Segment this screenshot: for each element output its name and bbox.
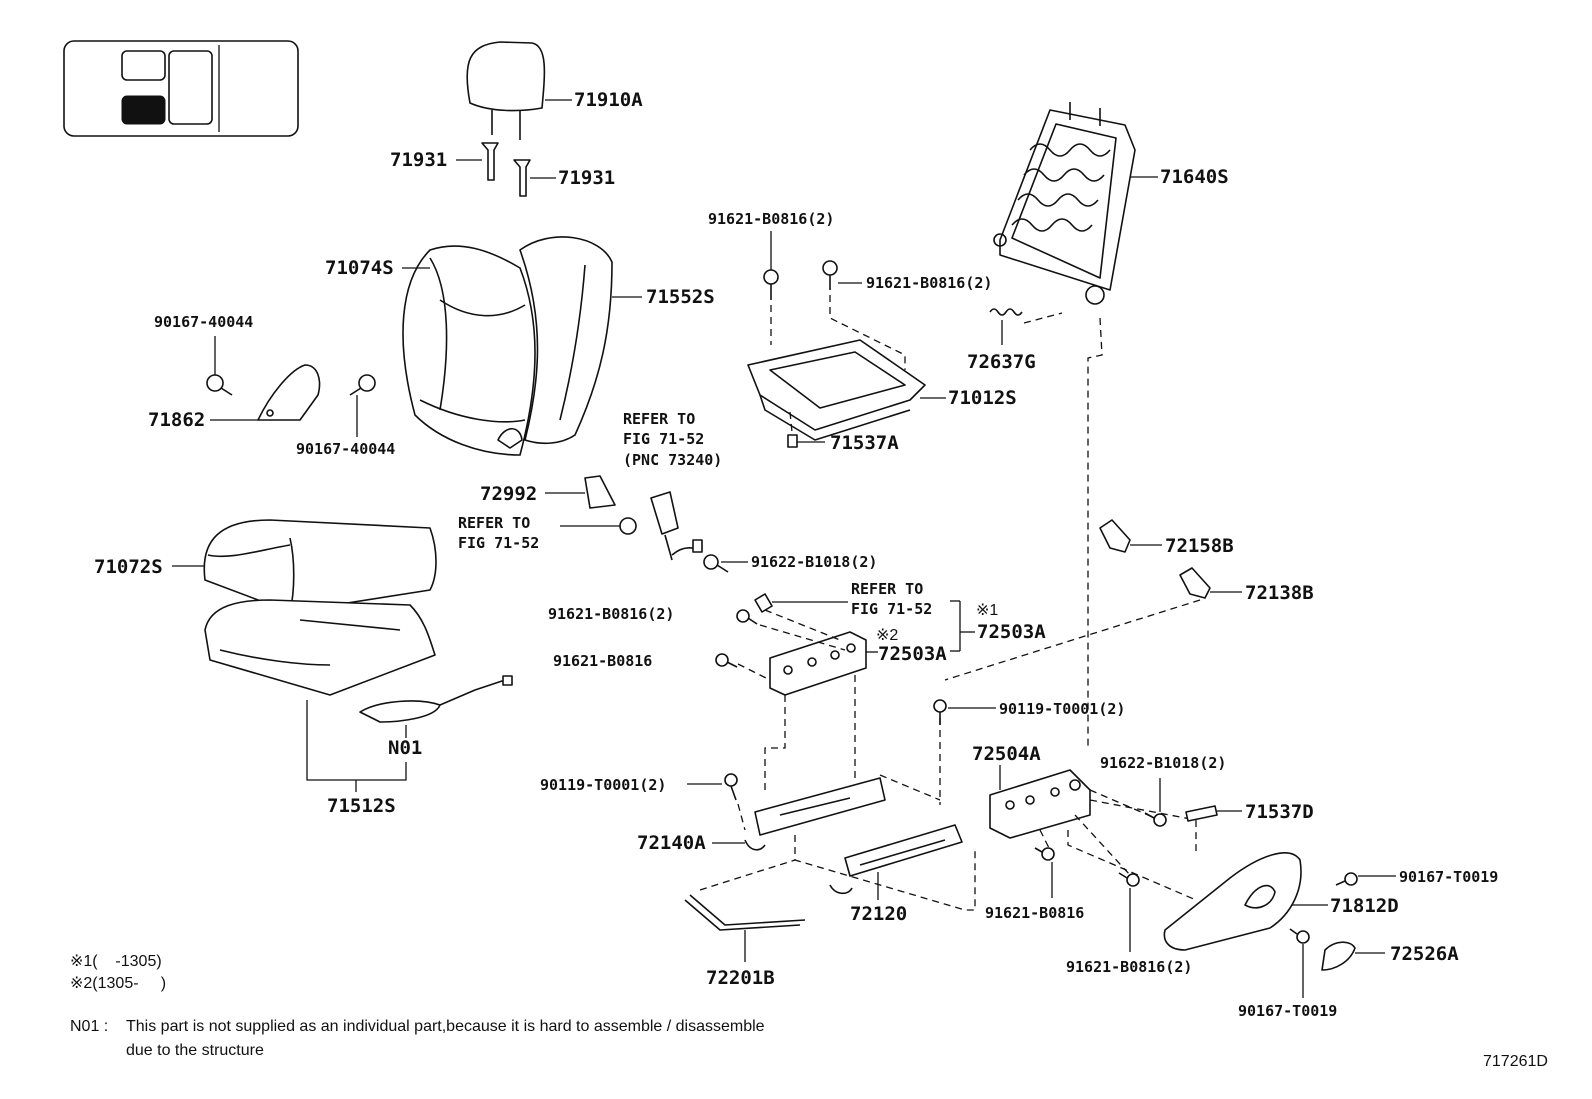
part-label: 72637G — [967, 351, 1036, 373]
spring-part — [989, 308, 1023, 316]
clip-icon — [787, 434, 798, 448]
part-label: 91621-B0816 — [553, 652, 652, 670]
part-label: 72504A — [972, 743, 1041, 765]
part-label: 71812D — [1330, 895, 1399, 917]
headrest-part — [466, 41, 546, 140]
part-label: 91621-B0816(2) — [548, 605, 674, 623]
seat-locator-icon — [63, 40, 299, 137]
part-label: 72503A — [977, 621, 1046, 643]
refer-note: REFER TO — [458, 514, 530, 532]
refer-note: FIG 71-52 — [851, 600, 932, 618]
part-label: 91621-B0816(2) — [708, 210, 834, 228]
part-label: 71072S — [94, 556, 163, 578]
cover-part — [584, 475, 616, 509]
part-label: 71910A — [574, 89, 643, 111]
bolt-icon — [763, 260, 838, 300]
bolt-icon — [703, 554, 729, 573]
part-label: 72158B — [1165, 535, 1234, 557]
part-label: 91621-B0816(2) — [1066, 958, 1192, 976]
footnote-key: N01 : — [70, 1018, 108, 1035]
part-label: 71537A — [830, 432, 899, 454]
hinge-cover-part — [257, 364, 321, 421]
part-label: 71074S — [325, 257, 394, 279]
part-label: 91622-B1018(2) — [751, 553, 877, 571]
part-label: 71640S — [1160, 166, 1229, 188]
part-label: 71552S — [646, 286, 715, 308]
bolt-icon — [933, 699, 947, 725]
clip-icon — [754, 593, 773, 613]
seat-adjuster-part — [769, 631, 867, 696]
refer-note: FIG 71-52 — [623, 430, 704, 448]
refer-note: FIG 71-52 — [458, 534, 539, 552]
seat-cushion-frame-part — [747, 339, 926, 441]
bolt-icon — [715, 609, 758, 668]
seat-track-part — [744, 777, 886, 851]
screw-icon — [206, 336, 233, 396]
sensor-mat-part — [359, 700, 441, 723]
part-label: 91621-B0816(2) — [866, 274, 992, 292]
seatback-cover-part — [402, 245, 536, 456]
seat-cushion-cover-part — [203, 519, 437, 613]
recliner-part — [989, 769, 1091, 839]
part-label: 72503A — [878, 643, 947, 665]
part-label: 90167-T0019 — [1238, 1002, 1337, 1020]
clip-part — [1179, 567, 1211, 599]
part-label: 72140A — [637, 832, 706, 854]
refer-note: REFER TO — [623, 410, 695, 428]
seatback-pad-part — [497, 236, 613, 449]
bolt-icon — [1034, 847, 1055, 861]
headrest-support-part — [481, 142, 531, 197]
part-label: 72120 — [850, 903, 907, 925]
bolt-icon — [1118, 872, 1140, 887]
part-label: 71931 — [390, 149, 447, 171]
seat-cushion-pad-part — [204, 599, 436, 696]
part-label: 90119-T0001(2) — [999, 700, 1125, 718]
grommet-icon — [619, 517, 637, 535]
part-label: 71931 — [558, 167, 615, 189]
part-label: 91621-B0816 — [985, 904, 1084, 922]
part-label: 90119-T0001(2) — [540, 776, 666, 794]
part-label: N01 — [388, 737, 422, 759]
screw-icon — [1335, 872, 1358, 886]
version-marker: ※1 — [976, 602, 998, 619]
footnote: ※1( -1305) — [70, 953, 162, 970]
part-label: 90167-40044 — [154, 313, 253, 331]
footnote-text: due to the structure — [126, 1042, 264, 1059]
part-label: 71012S — [948, 387, 1017, 409]
sensor-wire — [439, 679, 506, 706]
figure-code: 717261D — [1483, 1053, 1548, 1070]
seatbelt-buckle-part — [650, 491, 703, 561]
part-label: 71862 — [148, 409, 205, 431]
part-label: 72526A — [1390, 943, 1459, 965]
footnote: ※2(1305- ) — [70, 975, 166, 992]
footnote-text: This part is not supplied as an individu… — [126, 1018, 765, 1035]
rod-part — [684, 899, 801, 931]
part-label: 91622-B1018(2) — [1100, 754, 1226, 772]
pin-part — [1185, 805, 1218, 822]
side-shield-part — [1163, 852, 1302, 951]
connector-icon — [502, 675, 513, 686]
part-label: 72201B — [706, 967, 775, 989]
part-label: 71537D — [1245, 801, 1314, 823]
screw-icon — [1289, 928, 1310, 944]
refer-note: REFER TO — [851, 580, 923, 598]
bolt-icon — [1144, 812, 1167, 827]
refer-note: (PNC 73240) — [623, 451, 722, 469]
clip-part — [1099, 519, 1131, 553]
part-label: 72138B — [1245, 582, 1314, 604]
seatback-frame-part — [993, 102, 1136, 305]
bolt-icon — [724, 773, 738, 801]
part-label: 71512S — [327, 795, 396, 817]
part-label: 90167-40044 — [296, 440, 395, 458]
part-label: 72992 — [480, 483, 537, 505]
cover-part — [1321, 941, 1356, 971]
screw-icon — [349, 374, 376, 437]
version-marker: ※2 — [876, 627, 898, 644]
seat-track-part — [829, 824, 963, 895]
part-label: 90167-T0019 — [1399, 868, 1498, 886]
